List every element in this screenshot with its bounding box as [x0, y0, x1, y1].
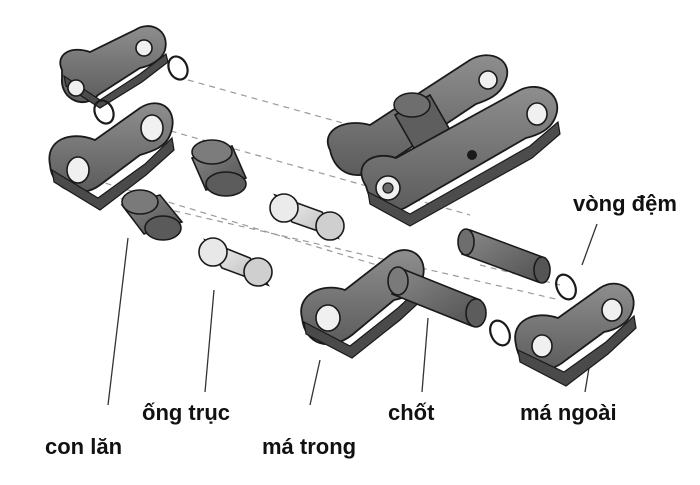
bushing-middle	[269, 193, 345, 241]
label-roller: con lăn	[45, 434, 123, 459]
outer-plate-top-left	[59, 25, 169, 109]
label-pin: chốt	[388, 400, 435, 425]
label-leader-lines	[107, 223, 598, 406]
roller-upper	[190, 139, 248, 197]
label-bushing: ống trục	[142, 400, 230, 425]
assembled-chain-segment	[327, 54, 561, 227]
label-washer: vòng đệm	[573, 191, 677, 216]
washer-rings	[93, 55, 577, 347]
bushing-lower	[198, 237, 273, 287]
outer-plate-right	[514, 282, 637, 387]
label-outer-plate: má ngoài	[520, 400, 617, 425]
pin-loose	[457, 228, 551, 284]
roller-left	[120, 189, 184, 241]
inner-plate-left	[48, 102, 175, 211]
label-inner-plate: má trong	[262, 434, 357, 459]
inner-plate-with-pin	[300, 249, 487, 359]
